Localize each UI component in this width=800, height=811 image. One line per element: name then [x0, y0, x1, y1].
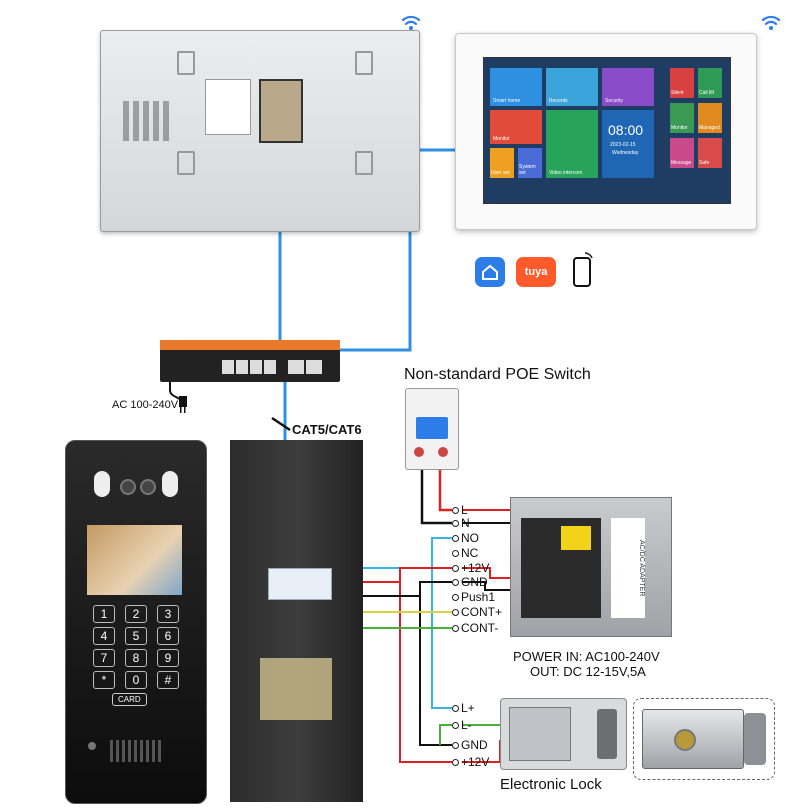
psu-badge: AC/DC ADAPTER: [611, 518, 645, 618]
mount-hook: [355, 151, 373, 175]
tile-records: Records: [546, 68, 598, 106]
terminal-N: N: [452, 517, 470, 529]
tile-message: Message: [670, 138, 694, 168]
camera-lens: [120, 479, 136, 495]
phone-icon: [573, 252, 593, 287]
key-hash[interactable]: #: [157, 671, 179, 689]
plug-icon: [179, 396, 187, 413]
key-2[interactable]: 2: [125, 605, 147, 623]
terminal-12v: +12V: [452, 562, 489, 574]
board-connector: [260, 658, 332, 720]
tile-managed: Managed: [698, 103, 722, 133]
board-label: [268, 568, 332, 600]
poe-switch: [160, 340, 340, 382]
tile-monitor: Monitor: [490, 110, 542, 144]
switch-title: Non-standard POE Switch: [404, 366, 591, 383]
mount-hook: [355, 51, 373, 75]
mount-hook: [177, 151, 195, 175]
tile-safe: Safe: [698, 138, 722, 168]
speaker-grill: [123, 101, 173, 141]
tile-clock: 08:00 2023-02-15 Wednesday: [602, 110, 654, 178]
ac-input-label: AC 100-240V: [112, 399, 179, 411]
key-5[interactable]: 5: [125, 627, 147, 645]
terminal-push1: Push1: [452, 591, 495, 603]
psu-power-in: POWER IN: AC100-240V: [513, 649, 660, 664]
uplink-ports: [288, 360, 324, 374]
terminal-NO: NO: [452, 532, 479, 544]
terminal-cont-minus: CONT-: [452, 622, 498, 634]
psu-warning-label: [561, 526, 591, 550]
spec-label: [205, 79, 251, 135]
mount-hook: [177, 51, 195, 75]
monitor-screen: Smart home Records Security Monitor Vide…: [483, 57, 731, 204]
poe-ports: [222, 360, 278, 374]
key-1[interactable]: 1: [93, 605, 115, 623]
wifi-icon: [401, 15, 421, 30]
breaker-toggle: [416, 417, 448, 439]
outdoor-screen: [87, 525, 182, 595]
electronic-lock-internal: [500, 698, 627, 770]
speaker-grill: [110, 740, 162, 762]
psu-output: OUT: DC 12-15V,5A: [530, 664, 646, 679]
terminal-L: L: [452, 504, 468, 516]
key-star[interactable]: *: [93, 671, 115, 689]
key-6[interactable]: 6: [157, 627, 179, 645]
terminal-lock-12v: +12V: [452, 756, 489, 768]
indoor-monitor-back: [100, 30, 420, 232]
terminal-lock-l-plus: L+: [452, 702, 475, 714]
terminal-NC: NC: [452, 547, 478, 559]
card-reader-icon: CARD: [112, 693, 147, 706]
tile-user-set: User set: [490, 148, 514, 178]
rj45-port: [259, 79, 303, 143]
tuya-app-icon: tuya: [516, 257, 556, 287]
tile-video-intercom: Video intercom: [546, 110, 598, 178]
cable-label: CAT5/CAT6: [292, 422, 362, 437]
terminal-lock-gnd: GND: [452, 739, 488, 751]
camera-lens: [140, 479, 156, 495]
terminal-lock-l-minus: L-: [452, 719, 472, 731]
key-3[interactable]: 3: [157, 605, 179, 623]
terminal-gnd: GND: [452, 576, 488, 588]
tile-smart-home: Smart home: [490, 68, 542, 106]
key-8[interactable]: 8: [125, 649, 147, 667]
key-0[interactable]: 0: [125, 671, 147, 689]
tile-monitor-2: Monitor: [670, 103, 694, 133]
mic-hole: [88, 742, 96, 750]
lock-title: Electronic Lock: [500, 776, 602, 793]
keypad: 1 2 3 4 5 6 7 8 9 * 0 #: [93, 605, 183, 689]
smart-home-app-icon: [475, 257, 505, 287]
circuit-breaker: [405, 388, 459, 470]
key-4[interactable]: 4: [93, 627, 115, 645]
tile-system-set: System set: [518, 148, 542, 178]
key-9[interactable]: 9: [157, 649, 179, 667]
key-7[interactable]: 7: [93, 649, 115, 667]
electronic-lock-product: [633, 698, 775, 780]
tile-security: Security: [602, 68, 654, 106]
outdoor-backbox: [230, 440, 363, 802]
tile-call-lift: Call lift: [698, 68, 722, 98]
power-supply: AC/DC ADAPTER: [510, 497, 672, 637]
tile-silent: Silent: [670, 68, 694, 98]
terminal-cont-plus: CONT+: [452, 606, 502, 618]
wifi-icon: [761, 15, 781, 30]
